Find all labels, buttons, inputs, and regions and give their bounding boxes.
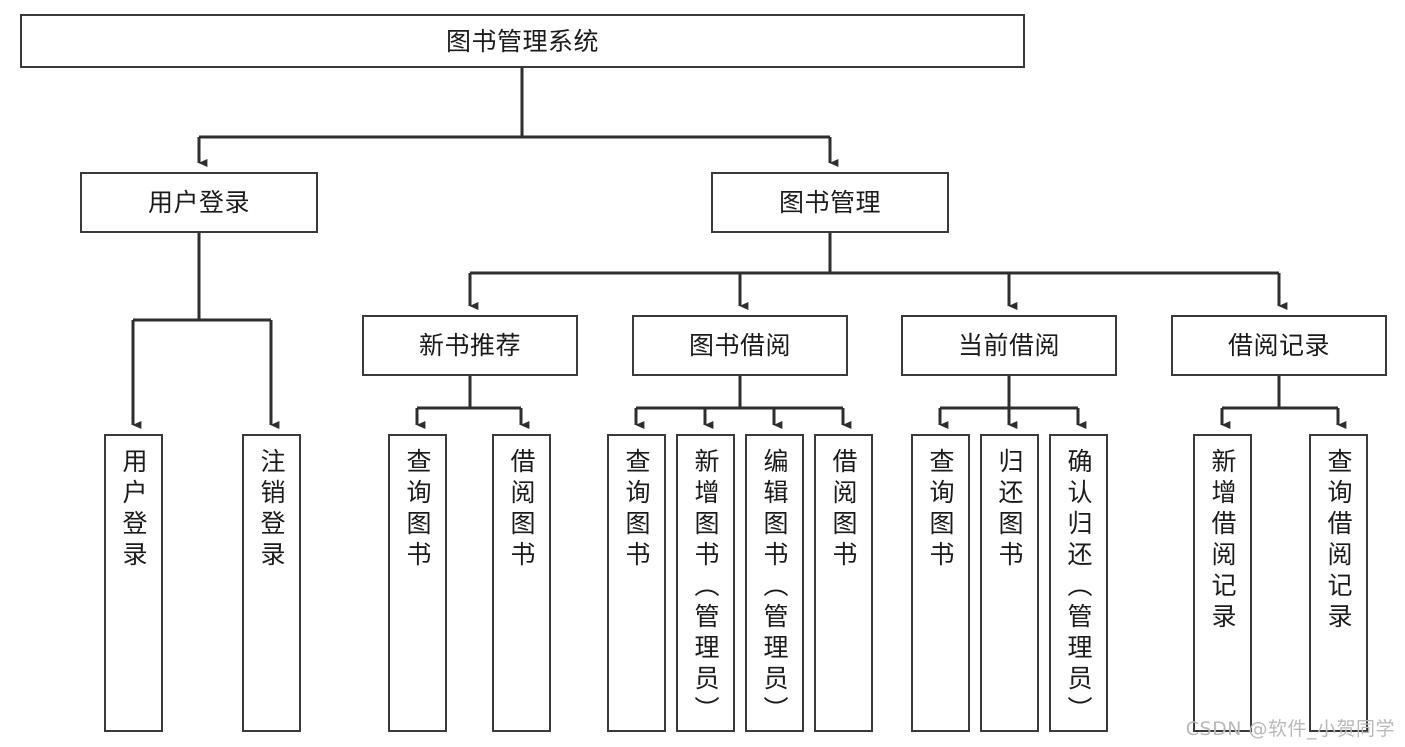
node-label: 编辑图书（管理员） [760,448,789,727]
node-label: 借阅记录 [1227,331,1330,360]
node-label: 用户登录 [119,448,148,572]
node-leaf-add-book-admin[interactable]: 新增图书（管理员） [676,434,735,732]
node-label: 确认归还（管理员） [1064,448,1093,727]
node-leaf-edit-book-admin[interactable]: 编辑图书（管理员） [745,434,804,732]
node-label: 归还图书 [995,448,1024,572]
node-label: 查询图书 [622,448,651,572]
node-leaf-logout-login[interactable]: 注销登录 [242,434,301,732]
node-leaf-return-book[interactable]: 归还图书 [980,434,1039,732]
node-leaf-query-book-current[interactable]: 查询图书 [911,434,970,732]
node-label: 当前借阅 [957,331,1060,360]
node-user-login[interactable]: 用户登录 [80,172,318,233]
node-leaf-query-book-borrow[interactable]: 查询图书 [607,434,666,732]
node-label: 图书管理系统 [445,26,599,56]
node-book-management[interactable]: 图书管理 [711,172,949,233]
node-label: 注销登录 [257,448,286,572]
node-current-borrow[interactable]: 当前借阅 [901,315,1117,376]
node-label: 借阅图书 [829,448,858,572]
node-label: 图书借阅 [688,331,791,360]
node-borrow-record[interactable]: 借阅记录 [1171,315,1387,376]
node-label: 新书推荐 [418,331,521,360]
node-leaf-user-login[interactable]: 用户登录 [104,434,163,732]
node-label: 查询图书 [403,448,432,572]
node-book-borrow[interactable]: 图书借阅 [632,315,848,376]
watermark: CSDN @软件_小贺同学 [1185,718,1395,740]
node-leaf-borrow-book-borrow[interactable]: 借阅图书 [814,434,873,732]
node-new-book-recommend[interactable]: 新书推荐 [362,315,578,376]
node-leaf-add-borrow-record[interactable]: 新增借阅记录 [1193,434,1252,732]
node-label: 图书管理 [778,188,881,217]
node-label: 查询借阅记录 [1324,448,1353,634]
node-leaf-query-borrow-record[interactable]: 查询借阅记录 [1309,434,1368,732]
node-label: 查询图书 [926,448,955,572]
node-label: 用户登录 [147,188,250,217]
node-label: 借阅图书 [507,448,536,572]
node-leaf-confirm-return-admin[interactable]: 确认归还（管理员） [1049,434,1108,732]
node-label: 新增图书（管理员） [691,448,720,727]
node-root-book-management-system[interactable]: 图书管理系统 [20,14,1025,68]
node-leaf-borrow-book-recommend[interactable]: 借阅图书 [492,434,551,732]
node-leaf-query-book-recommend[interactable]: 查询图书 [388,434,447,732]
node-label: 新增借阅记录 [1208,448,1237,634]
